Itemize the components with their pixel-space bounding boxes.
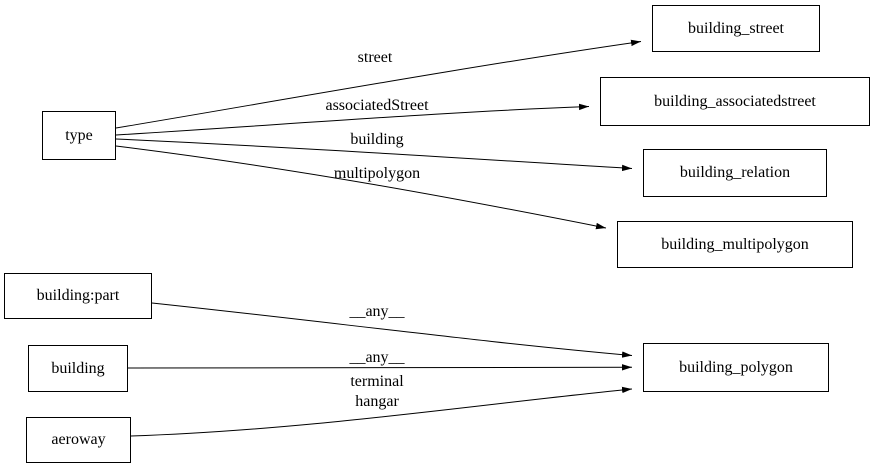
node-building-street: building_street (652, 5, 820, 52)
node-building-associatedstreet: building_associatedstreet (600, 77, 870, 126)
edge-label-multipolygon: multipolygon (333, 165, 421, 182)
node-aeroway: aeroway (26, 417, 131, 463)
edge-label-terminal: terminal (350, 373, 404, 390)
edge-type-building_relation (115, 138, 633, 172)
edge-label-building: building (350, 131, 404, 148)
node-building: building (28, 345, 128, 392)
edge-label-any-2: __any__ (349, 349, 405, 366)
edge-label-terminal-hangar: terminal hangar (350, 372, 403, 412)
node-building-multipolygon: building_multipolygon (617, 221, 853, 268)
node-building-polygon: building_polygon (643, 343, 829, 392)
node-type: type (42, 111, 116, 160)
edge-label-associatedstreet: associatedStreet (325, 97, 429, 114)
edge-aeroway-building_polygon (130, 386, 633, 437)
node-building-relation: building_relation (643, 149, 827, 197)
edge-type-building_street (115, 39, 642, 129)
edge-type-building_associatedstreet (115, 103, 590, 136)
edge-type-building_multipolygon (115, 145, 607, 230)
edge-label-any-1: __any__ (349, 303, 405, 320)
node-building-part: building:part (4, 273, 152, 319)
edge-building_part-building_polygon (151, 302, 633, 358)
edge-label-street: street (357, 49, 393, 66)
edge-label-hangar: hangar (355, 393, 399, 410)
edge-building-building_polygon (127, 364, 633, 371)
